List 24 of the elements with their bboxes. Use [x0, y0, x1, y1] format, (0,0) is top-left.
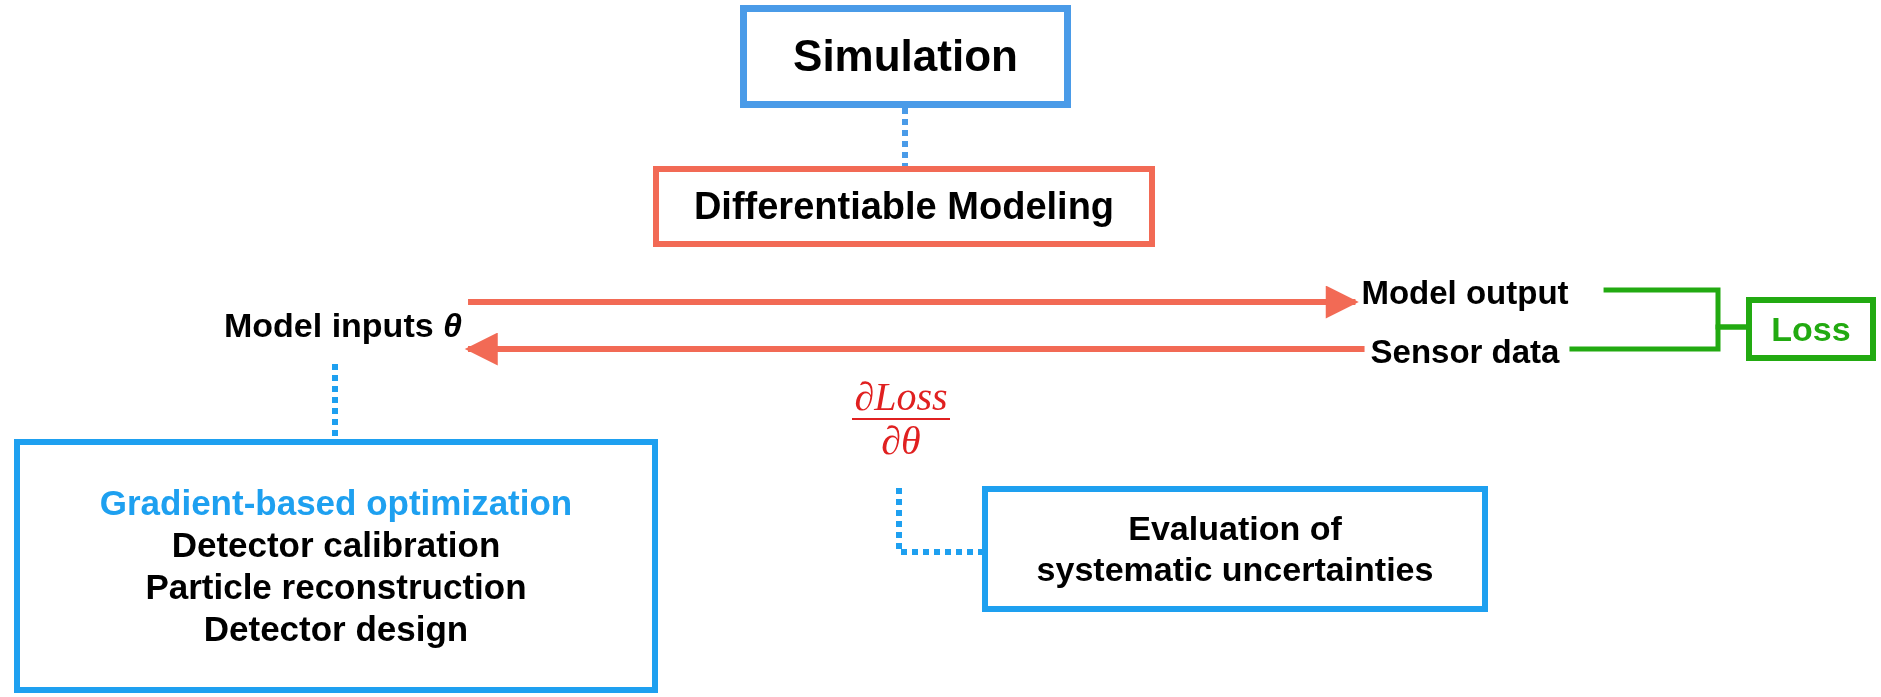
node-label: Model output: [1361, 268, 1569, 318]
list-box: [14, 439, 658, 693]
box-label: Loss: [1771, 308, 1851, 350]
box-label: Particle reconstruction: [145, 566, 527, 608]
box-label: Detector design: [203, 608, 469, 650]
arrow: [468, 285, 1359, 319]
formula-denominator: ∂θ: [881, 420, 921, 462]
box-label: Differentiable Modeling: [693, 183, 1115, 229]
node-label: Model inputs θ: [223, 300, 463, 350]
list-heading: Gradient-based optimization: [99, 482, 573, 524]
process-box: [740, 5, 1071, 108]
bracket-connector: [1569, 324, 1746, 352]
dotted-connector: [902, 108, 908, 166]
box-label: Detector calibration: [171, 524, 501, 566]
process-box: [982, 486, 1488, 612]
loss-box: [1746, 297, 1876, 361]
box-label: Simulation: [793, 30, 1018, 83]
process-box: [653, 166, 1155, 247]
formula-numerator: ∂Loss: [852, 376, 950, 420]
dotted-connector: [896, 488, 982, 555]
dotted-connector: [332, 364, 338, 439]
node-label: Sensor data: [1370, 326, 1560, 378]
arrow: [464, 332, 1365, 366]
box-label: Evaluation of systematic uncertainties: [1036, 508, 1434, 590]
